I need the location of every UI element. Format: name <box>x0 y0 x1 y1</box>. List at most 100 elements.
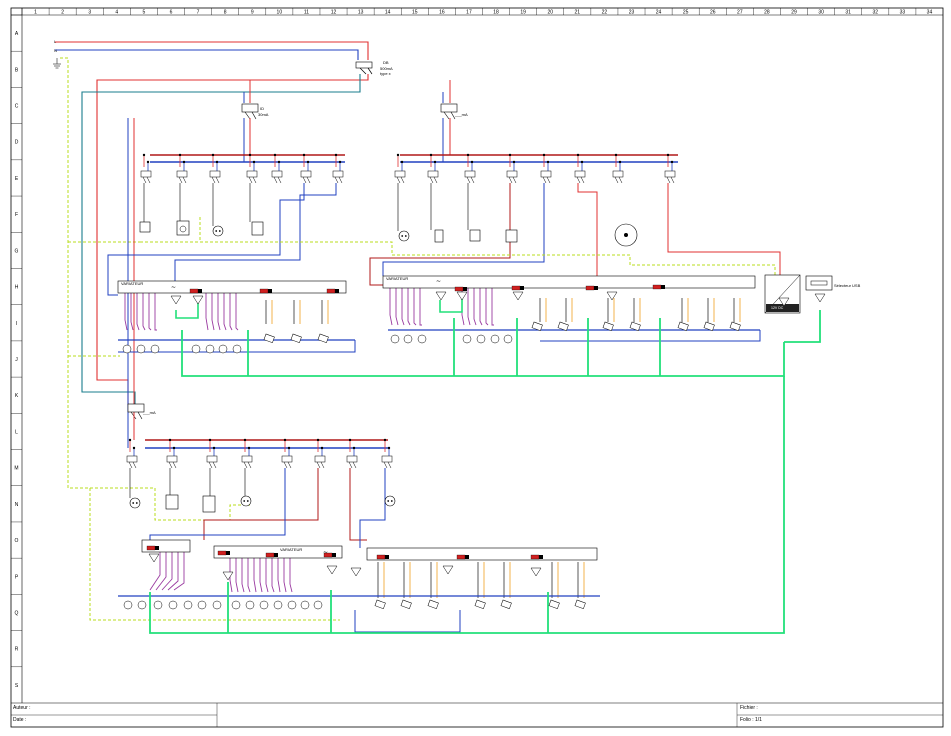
relay-indicator-dark <box>335 289 339 293</box>
control-wire <box>395 288 399 326</box>
bus-junction <box>302 153 306 157</box>
socket-pin <box>404 235 407 237</box>
breaker-contact <box>208 461 213 469</box>
spotlight-icon <box>602 321 614 332</box>
power-supply-label-bg <box>766 304 799 312</box>
lighting-module-row-3c <box>366 547 598 561</box>
column-label: 32 <box>872 10 878 16</box>
lamp-icon <box>417 334 427 344</box>
breaker-contact <box>302 176 307 184</box>
column-label: 12 <box>331 10 337 16</box>
radiator-icon <box>251 221 264 236</box>
breaker-body <box>209 170 221 178</box>
breaker-contact <box>178 176 183 184</box>
lamp-neutral-return <box>354 610 461 633</box>
bus-junction <box>508 153 512 157</box>
lamp-icon <box>212 600 222 610</box>
lamp-icon <box>462 334 472 344</box>
breaker-contact <box>396 176 401 184</box>
lamp-icon <box>232 344 242 354</box>
relay-indicator-dark <box>332 553 336 557</box>
breaker-contact <box>576 176 581 184</box>
breaker-contact <box>142 176 147 184</box>
socket-pin <box>132 502 135 504</box>
bus-junction <box>348 438 352 442</box>
phase-supply-wire <box>55 41 369 60</box>
dimmer-symbol: ~ <box>171 284 176 291</box>
control-wire <box>235 558 239 593</box>
lamp-icon <box>259 600 269 610</box>
column-label: 5 <box>143 10 146 16</box>
variator-label-3: VARIATEUR <box>280 547 302 552</box>
variator-label-2: VARIATEUR <box>386 276 408 281</box>
breaker-contact <box>429 176 434 184</box>
breaker-contact <box>146 176 151 184</box>
terminal-symbol <box>606 291 618 301</box>
column-label: 29 <box>791 10 797 16</box>
module-feed <box>667 183 781 275</box>
breaker-contact <box>287 461 292 469</box>
column-label: 26 <box>710 10 716 16</box>
diff-2-line-1: ___mA <box>454 112 468 117</box>
lamp-icon <box>153 600 163 610</box>
control-wire <box>217 293 221 331</box>
control-wire <box>407 288 411 326</box>
lamp-icon <box>300 600 310 610</box>
diff-1-contact <box>251 111 257 120</box>
column-label: 14 <box>385 10 391 16</box>
column-label: 24 <box>656 10 662 16</box>
row-label: F <box>15 212 18 218</box>
control-wire <box>277 558 281 593</box>
device-layer: ~~~ <box>117 61 833 610</box>
bus-junction <box>383 438 387 442</box>
heater-icon <box>139 221 151 233</box>
earth-device-wire <box>89 488 340 621</box>
spotlight-icon <box>474 599 486 610</box>
spotlight-icon <box>729 321 741 332</box>
column-label: 30 <box>818 10 824 16</box>
usb-selector-label: Sélecteur USB <box>834 283 861 288</box>
relay-indicator <box>511 285 521 291</box>
diff-2-contact <box>450 111 456 120</box>
module-feed <box>382 183 545 276</box>
neutral-supply-wire <box>55 49 359 60</box>
terminal-symbol <box>222 571 234 581</box>
spotlight-icon <box>574 599 586 610</box>
relay-indicator <box>376 554 386 560</box>
main-breaker-line-3: type x <box>380 71 391 76</box>
column-label: 3 <box>88 10 91 16</box>
row-label: G <box>15 248 19 254</box>
breaker-contact <box>316 461 321 469</box>
column-label: 1 <box>34 10 37 16</box>
diff-1-line-2: 30mA <box>258 112 269 117</box>
bus-junction <box>618 160 622 164</box>
control-wire <box>479 288 483 326</box>
control-wire <box>149 552 161 591</box>
phase-supply-label: L <box>54 39 57 44</box>
relay-indicator <box>652 284 662 290</box>
relay-indicator-dark <box>274 553 278 557</box>
row-label: Q <box>15 610 19 616</box>
socket-icon <box>398 230 410 242</box>
column-label: 19 <box>520 10 526 16</box>
spotlight-icon <box>427 599 439 610</box>
control-wire <box>173 552 185 591</box>
column-label: 33 <box>900 10 906 16</box>
socket-icon <box>240 495 252 507</box>
relay-indicator-dark <box>385 555 389 559</box>
module-feed <box>349 468 367 541</box>
spotlight-icon <box>531 321 543 332</box>
bus-junction <box>172 446 176 450</box>
column-label: 9 <box>251 10 254 16</box>
breaker-body <box>176 170 188 178</box>
hob-icon <box>469 229 481 242</box>
control-wire <box>265 558 269 593</box>
dimmer-symbol: ~ <box>323 549 328 556</box>
module-feed <box>174 183 337 281</box>
breaker-body <box>506 170 518 178</box>
control-wire <box>485 288 489 326</box>
neutral-supply-label: N <box>54 48 57 53</box>
lamp-icon <box>136 344 146 354</box>
main-breaker-line-2: 500mA <box>380 66 393 71</box>
control-wire <box>148 293 152 331</box>
